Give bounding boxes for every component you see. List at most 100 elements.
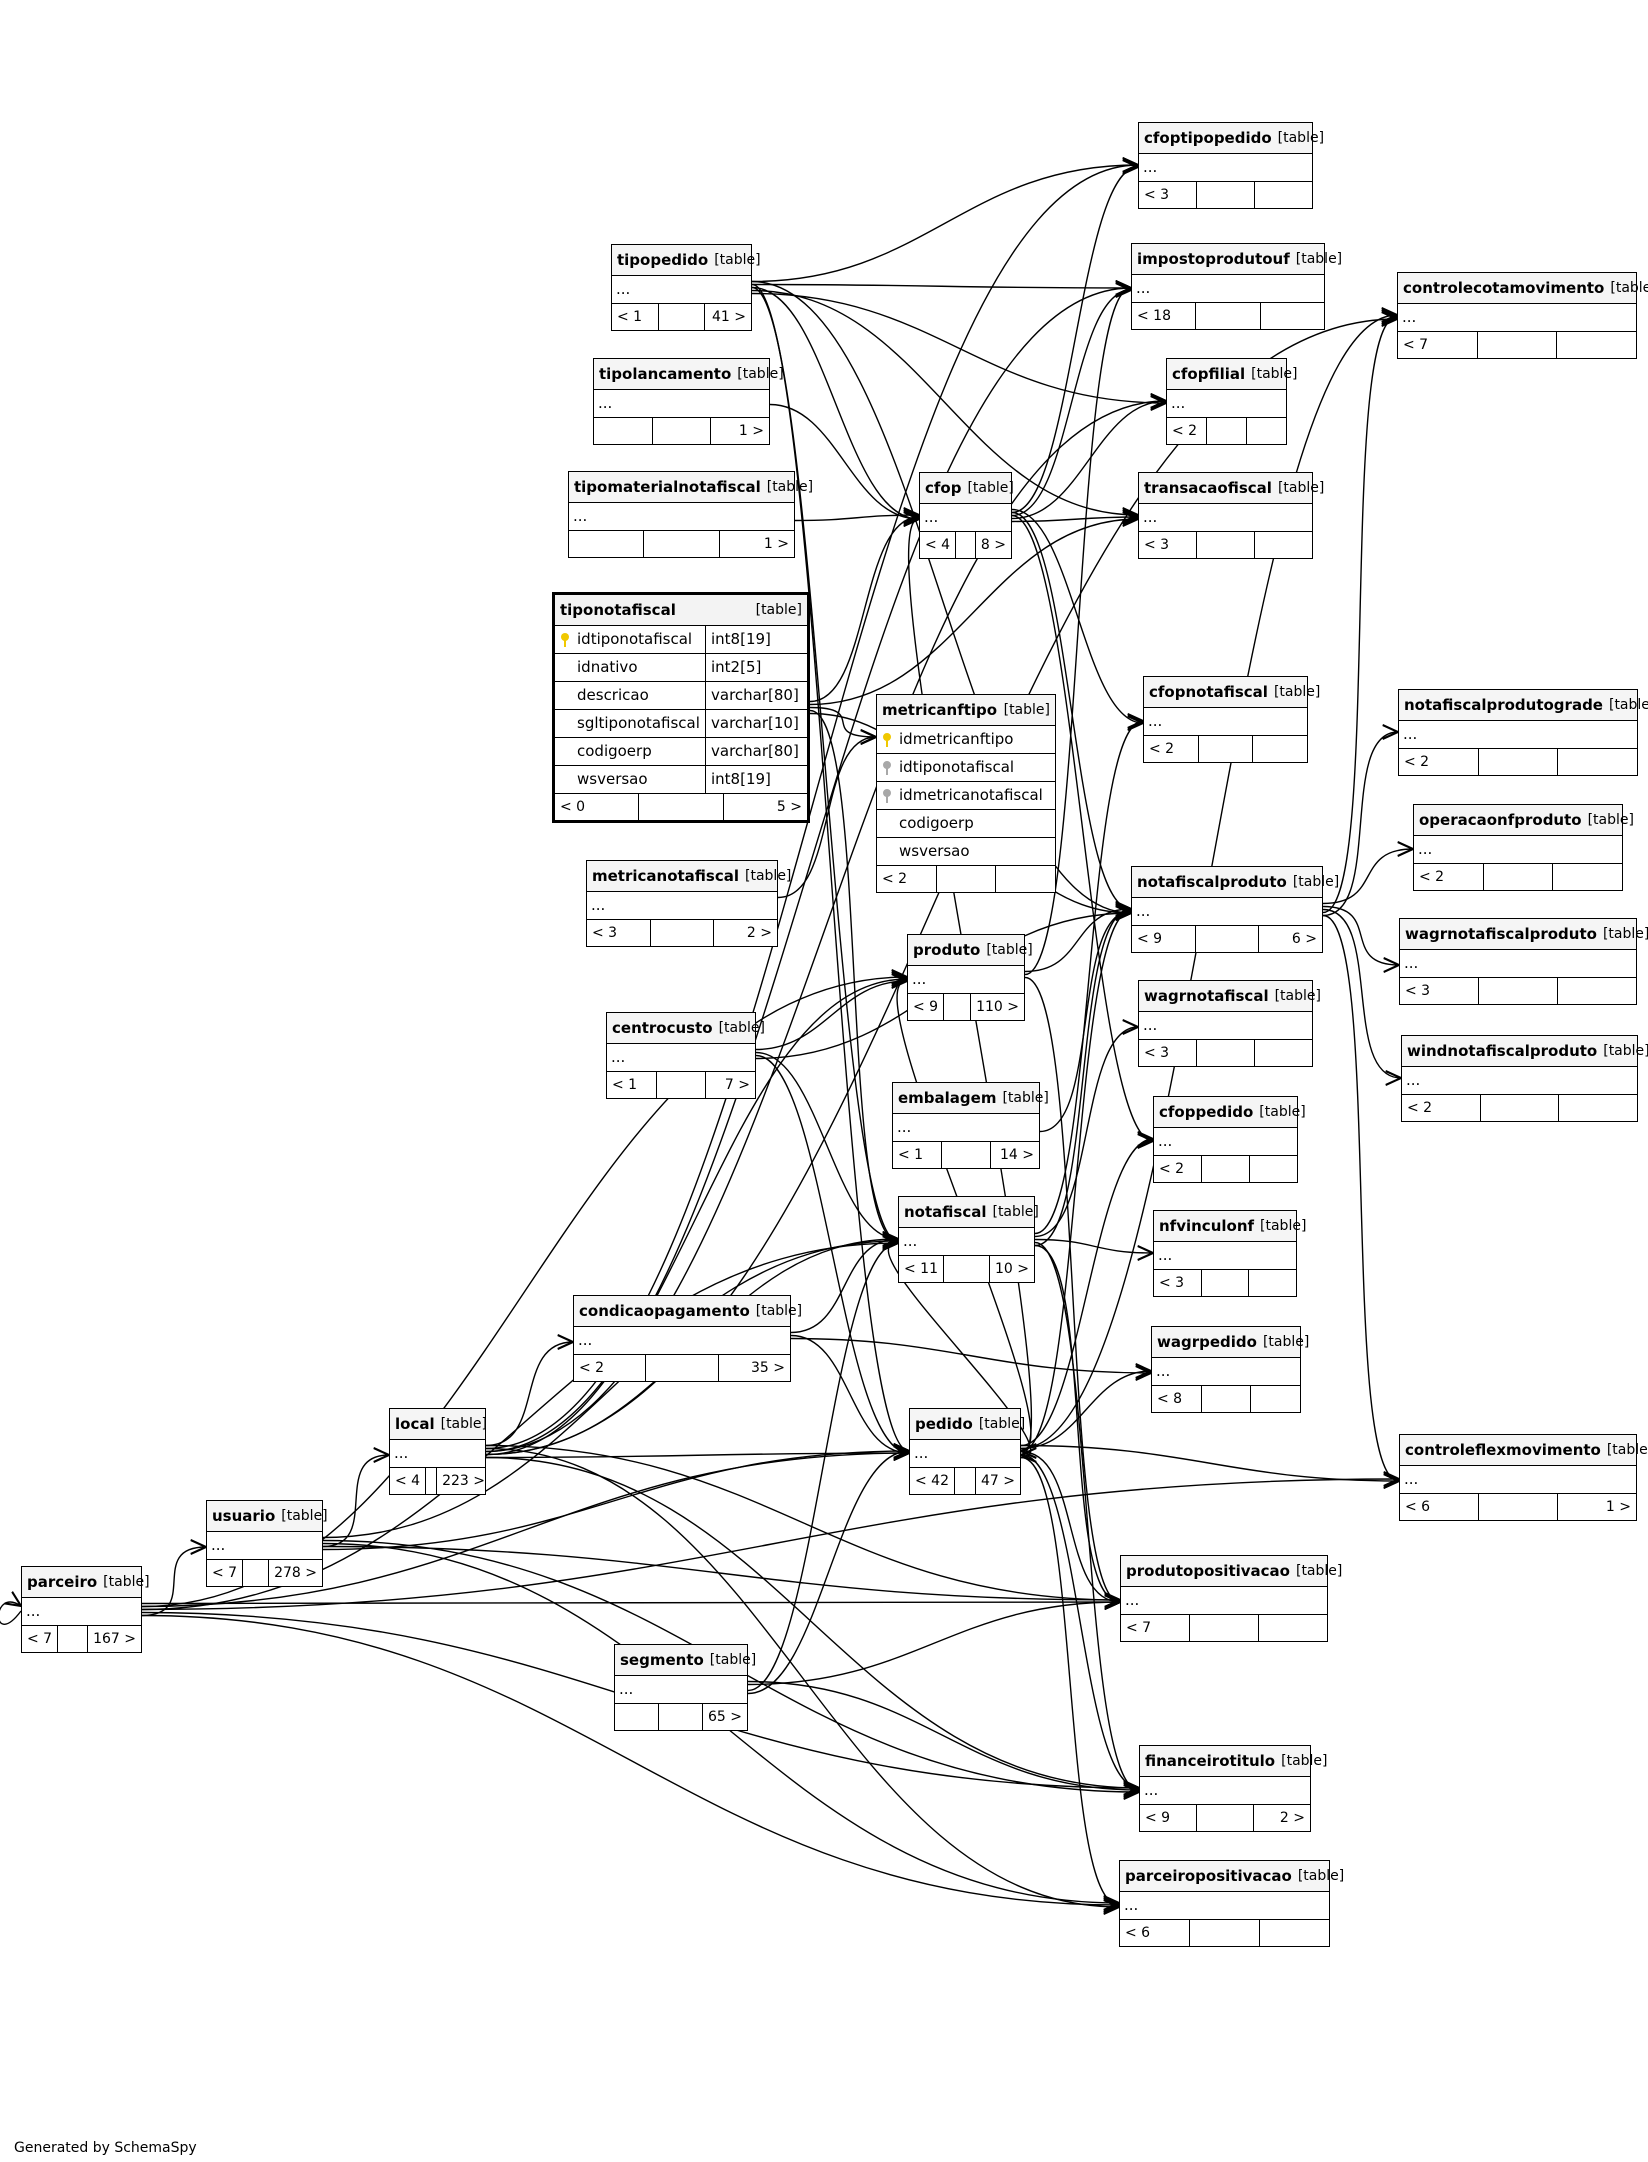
columns-ellipsis[interactable]: ... [594,390,769,418]
children-count[interactable]: 14 > [990,1142,1039,1168]
parents-count[interactable]: < 4 [395,1473,421,1489]
table-produtopositivacao[interactable]: produtopositivacao[table]...< 7 [1120,1555,1342,1642]
columns-ellipsis[interactable]: ... [1144,708,1307,736]
parents-count[interactable]: < 9 [913,999,939,1015]
children-count[interactable]: 2 > [1253,1805,1310,1831]
children-count[interactable] [1259,1920,1329,1946]
children-count[interactable] [1252,736,1307,762]
parents-count[interactable]: < 2 [1419,869,1445,885]
table-segmento[interactable]: segmento[table]...65 > [614,1644,756,1731]
children-count[interactable] [1557,978,1636,1004]
columns-ellipsis[interactable]: ... [1132,898,1322,926]
columns-ellipsis[interactable]: ... [1399,721,1637,749]
children-count[interactable] [1248,1270,1296,1296]
children-count[interactable]: 7 > [705,1072,755,1098]
children-count[interactable]: 6 > [1258,926,1322,952]
children-count[interactable]: 223 > [436,1468,490,1494]
columns-ellipsis[interactable]: ... [1402,1067,1637,1095]
columns-ellipsis[interactable]: ... [1167,390,1286,418]
columns-ellipsis[interactable]: ... [207,1532,322,1560]
parents-count[interactable]: < 7 [212,1565,238,1581]
parents-count[interactable]: < 2 [1172,423,1198,439]
parents-count[interactable]: < 9 [1145,1810,1171,1826]
children-count[interactable]: 167 > [87,1626,141,1652]
columns-ellipsis[interactable]: ... [1398,304,1636,332]
children-count[interactable]: 5 > [722,794,807,820]
table-wagrpedido[interactable]: wagrpedido[table]...< 8 [1151,1326,1309,1413]
parents-count[interactable]: < 3 [1144,537,1170,553]
columns-ellipsis[interactable]: ... [1140,1777,1310,1805]
children-count[interactable]: 65 > [702,1704,747,1730]
parents-count[interactable]: < 2 [1407,1100,1433,1116]
parents-count[interactable]: < 9 [1137,931,1163,947]
children-count[interactable]: 110 > [970,994,1024,1020]
children-count[interactable] [1557,749,1637,775]
table-cfopfilial[interactable]: cfopfilial[table]...< 2 [1166,358,1298,445]
columns-ellipsis[interactable]: ... [910,1440,1020,1468]
children-count[interactable] [1552,864,1622,890]
table-notafiscalprodutograde[interactable]: notafiscalprodutograde[table]...< 2 [1398,689,1648,776]
columns-ellipsis[interactable]: ... [390,1440,485,1468]
children-count[interactable]: 10 > [988,1256,1034,1282]
table-tipomaterialnotafiscal[interactable]: tipomaterialnotafiscal[table]...1 > [568,471,813,558]
column-row[interactable]: idmetricanotafiscal [877,782,1055,810]
table-cfopnotafiscal[interactable]: cfopnotafiscal[table]...< 2 [1143,676,1320,763]
columns-ellipsis[interactable]: ... [1154,1128,1297,1156]
columns-ellipsis[interactable]: ... [1121,1587,1327,1615]
columns-ellipsis[interactable]: ... [1120,1892,1329,1920]
columns-ellipsis[interactable]: ... [1139,1012,1312,1040]
parents-count[interactable]: < 2 [1149,741,1175,757]
columns-ellipsis[interactable]: ... [893,1114,1039,1142]
table-nfvinculonf[interactable]: nfvinculonf[table]...< 3 [1153,1210,1306,1297]
parents-count[interactable]: < 6 [1405,1499,1431,1515]
children-count[interactable] [1254,1040,1312,1066]
parents-count[interactable]: < 11 [904,1261,938,1277]
parents-count[interactable]: < 7 [1403,337,1429,353]
column-row[interactable]: idtiponotafiscal [877,754,1055,782]
columns-ellipsis[interactable]: ... [899,1228,1034,1256]
children-count[interactable]: 1 > [1557,1494,1636,1520]
parents-count[interactable]: < 3 [1159,1275,1185,1291]
parents-count[interactable]: < 7 [1126,1620,1152,1636]
parents-count[interactable]: < 2 [1404,754,1430,770]
columns-ellipsis[interactable]: ... [587,892,777,920]
column-row[interactable]: idmetricanftipo [877,726,1055,754]
table-impostoprodutouf[interactable]: impostoprodutouf[table]...< 18 [1131,243,1342,330]
columns-ellipsis[interactable]: ... [1400,950,1636,978]
children-count[interactable] [1254,532,1312,558]
parents-count[interactable]: < 3 [1144,187,1170,203]
table-wagrnotafiscalproduto[interactable]: wagrnotafiscalproduto[table]...< 3 [1399,918,1648,1005]
table-controlecotamovimento[interactable]: controlecotamovimento[table]...< 7 [1397,272,1648,359]
columns-ellipsis[interactable]: ... [1400,1466,1636,1494]
parents-count[interactable]: < 3 [592,925,618,941]
children-count[interactable]: 1 > [718,531,794,557]
column-row[interactable]: wsversao [877,838,1055,866]
parents-count[interactable]: < 18 [1137,308,1171,324]
columns-ellipsis[interactable]: ... [22,1598,141,1626]
table-operacaonfproduto[interactable]: operacaonfproduto[table]...< 2 [1413,804,1634,891]
table-transacaofiscal[interactable]: transacaofiscal[table]...< 3 [1138,472,1324,559]
children-count[interactable] [1558,1095,1637,1121]
children-count[interactable]: 278 > [268,1560,322,1586]
parents-count[interactable]: < 7 [27,1631,53,1647]
children-count[interactable]: 41 > [704,304,751,330]
children-count[interactable] [1250,1386,1300,1412]
columns-ellipsis[interactable]: ... [1139,504,1312,532]
parents-count[interactable]: < 8 [1157,1391,1183,1407]
parents-count[interactable]: < 42 [915,1473,949,1489]
columns-ellipsis[interactable]: ... [607,1044,755,1072]
